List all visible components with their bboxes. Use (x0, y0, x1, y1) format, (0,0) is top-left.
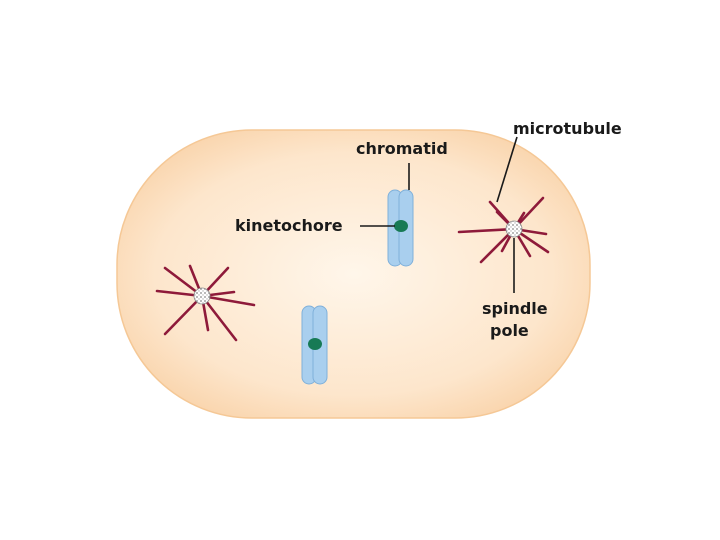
chromosome-upper (387, 189, 414, 267)
right-spindle-pole (457, 196, 550, 264)
kinetochore-shape (394, 220, 408, 232)
microtubule-leader-line (496, 136, 518, 203)
microtubule-line (163, 294, 204, 336)
microtubule-line (200, 294, 238, 342)
chromosome-lower (301, 305, 328, 385)
spindle-pole-label-line1: spindle (482, 299, 548, 318)
centrosome (193, 287, 211, 305)
spindle-pole-label-line2: pole (490, 321, 529, 340)
microtubule-line (200, 294, 256, 307)
kinetochore-label: kinetochore (235, 216, 343, 235)
left-spindle-pole (155, 264, 256, 342)
microtubule-line (457, 227, 516, 234)
centrosome (505, 220, 523, 238)
cell-membrane (116, 129, 591, 419)
chromatid-label: chromatid (356, 139, 448, 158)
microtubule-label: microtubule (513, 119, 622, 138)
kinetochore-shape (308, 338, 322, 350)
